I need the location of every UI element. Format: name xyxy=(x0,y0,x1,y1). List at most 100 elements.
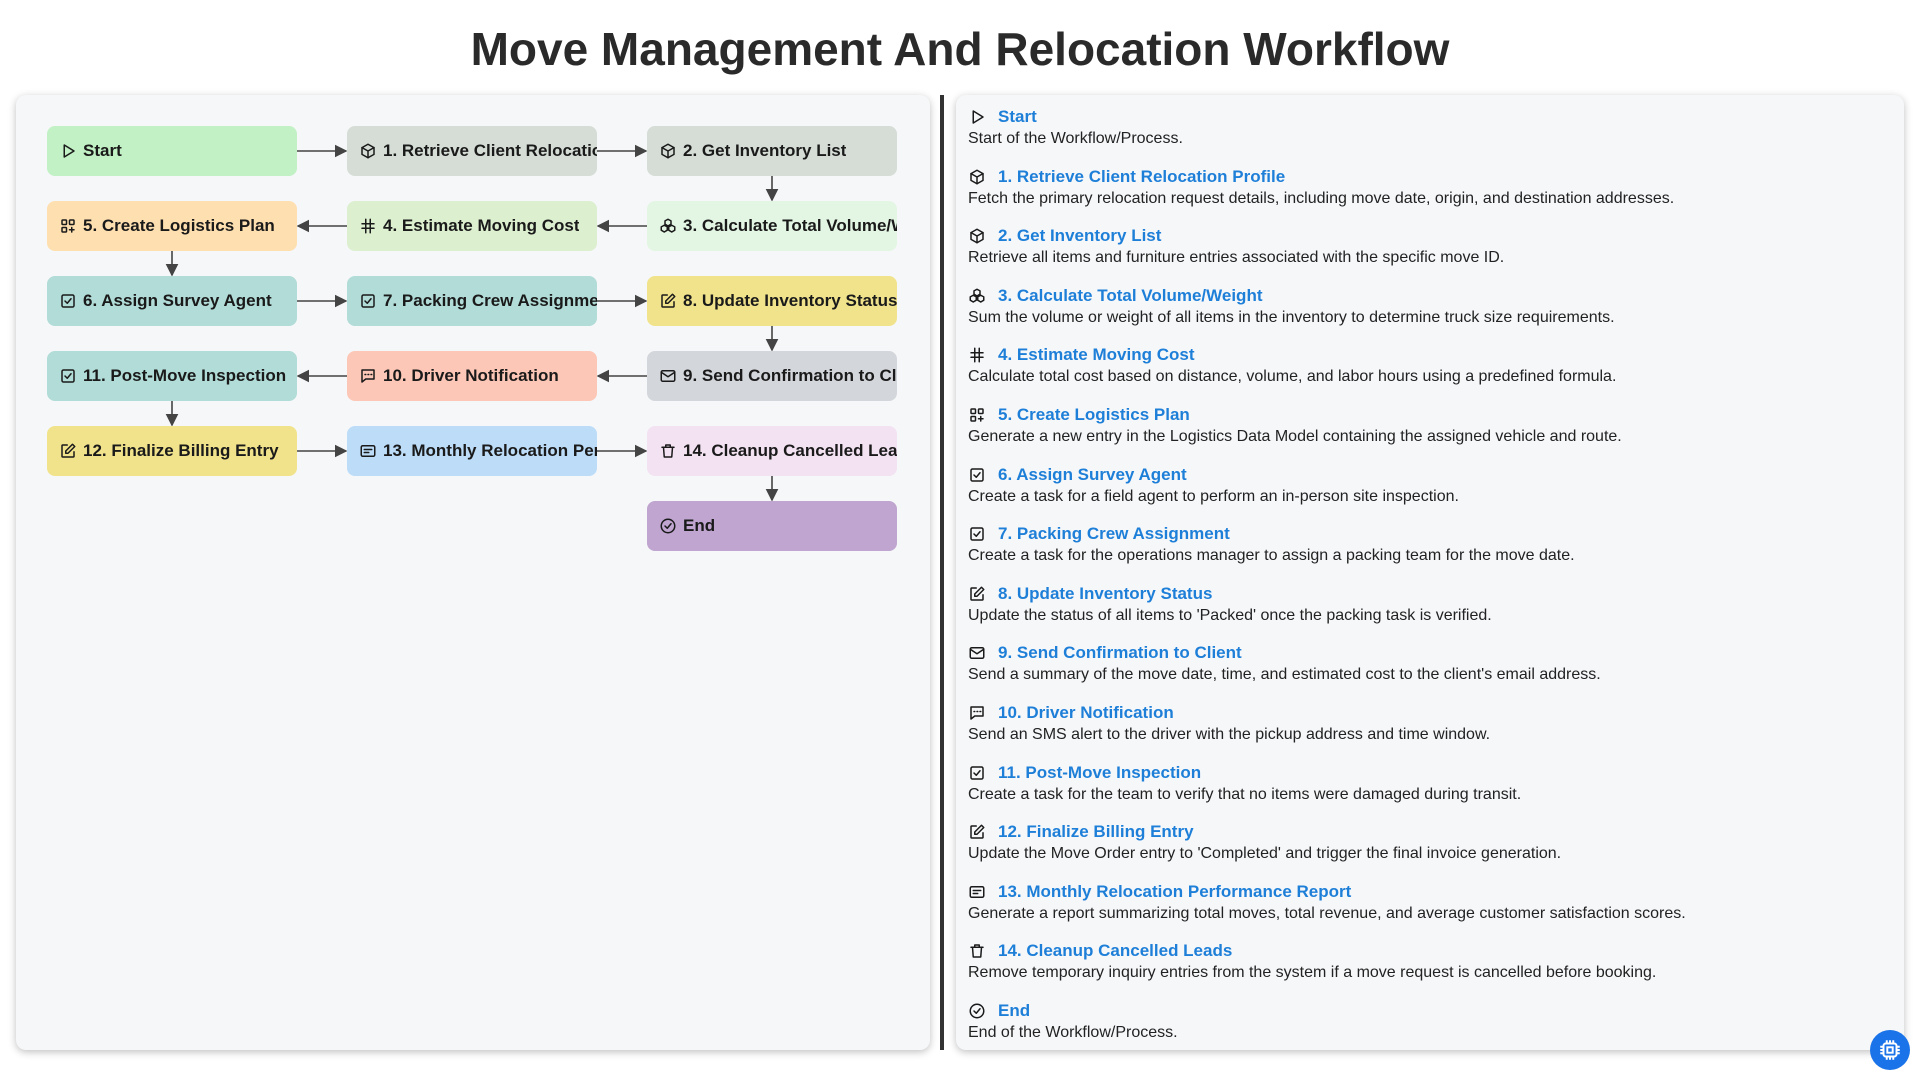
step-description-text: Start of the Workflow/Process. xyxy=(968,130,1183,147)
node-label: 11. Post-Move Inspection xyxy=(83,366,287,385)
node-n14[interactable]: 14. Cleanup Cancelled Leads xyxy=(647,426,897,476)
step-title-link[interactable]: 7. Packing Crew Assignment xyxy=(998,524,1230,544)
report-icon xyxy=(359,442,377,460)
flow-connectors xyxy=(165,144,779,502)
node-label: 10. Driver Notification xyxy=(383,366,559,385)
node-label: 1. Retrieve Client Relocation Profile xyxy=(383,141,597,160)
step-description-text: End of the Workflow/Process. xyxy=(968,1023,1178,1041)
step-title-link[interactable]: 14. Cleanup Cancelled Leads xyxy=(998,941,1233,961)
node-label: 13. Monthly Relocation Performance Repor… xyxy=(383,441,597,460)
mail-icon xyxy=(968,644,986,662)
step-title-link[interactable]: End xyxy=(998,1000,1031,1020)
mail-icon xyxy=(659,367,677,385)
step-description-header: 6. Assign Survey Agent xyxy=(968,463,1888,487)
step-description-header: 12. Finalize Billing Entry xyxy=(968,820,1888,844)
node-label: 3. Calculate Total Volume/Weight xyxy=(683,216,897,235)
node-n10[interactable]: 10. Driver Notification xyxy=(347,351,597,401)
node-label: 7. Packing Crew Assignment xyxy=(383,291,597,310)
step-title-link[interactable]: 10. Driver Notification xyxy=(998,702,1174,722)
step-description-text: Create a task for the operations manager… xyxy=(968,547,1575,565)
step-description-header: 14. Cleanup Cancelled Leads xyxy=(968,939,1888,963)
node-label: 5. Create Logistics Plan xyxy=(83,216,275,235)
step-title-link[interactable]: 8. Update Inventory Status xyxy=(998,583,1213,603)
step-description-item: 13. Monthly Relocation Performance Repor… xyxy=(968,880,1888,940)
node-n5[interactable]: 5. Create Logistics Plan xyxy=(47,201,297,251)
step-title-link[interactable]: Start xyxy=(998,107,1037,126)
node-n13[interactable]: 13. Monthly Relocation Performance Repor… xyxy=(347,426,597,476)
step-title-link[interactable]: 5. Create Logistics Plan xyxy=(998,404,1190,424)
grid-plus-icon xyxy=(59,217,77,235)
node-n11[interactable]: 11. Post-Move Inspection xyxy=(47,351,297,401)
step-description-text: Generate a report summarizing total move… xyxy=(968,904,1686,922)
step-title-link[interactable]: 4. Estimate Moving Cost xyxy=(998,345,1195,365)
edit-icon xyxy=(968,585,986,603)
chip-icon[interactable] xyxy=(1870,1030,1910,1070)
cube-icon xyxy=(968,227,986,245)
step-description-text: Sum the volume or weight of all items in… xyxy=(968,308,1615,326)
step-description-header: 2. Get Inventory List xyxy=(968,224,1888,248)
edit-icon xyxy=(59,442,77,460)
node-label: 8. Update Inventory Status xyxy=(683,291,897,310)
node-n2[interactable]: 2. Get Inventory List xyxy=(647,126,897,176)
check-circle-icon xyxy=(968,1002,986,1020)
step-title-link[interactable]: 9. Send Confirmation to Client xyxy=(998,643,1242,663)
checkbox-icon xyxy=(968,466,986,484)
step-description-text: Send an SMS alert to the driver with the… xyxy=(968,725,1491,743)
cube-icon xyxy=(968,168,986,186)
trash-icon xyxy=(968,942,986,960)
step-description-header: 4. Estimate Moving Cost xyxy=(968,343,1888,367)
report-icon xyxy=(968,883,986,901)
step-title-link[interactable]: 2. Get Inventory List xyxy=(998,226,1162,246)
step-description-text: Fetch the primary relocation request det… xyxy=(968,189,1675,207)
checkbox-icon xyxy=(59,292,77,310)
step-title-link[interactable]: 13. Monthly Relocation Performance Repor… xyxy=(998,881,1352,901)
node-n1[interactable]: 1. Retrieve Client Relocation Profile xyxy=(347,126,597,176)
step-title-link[interactable]: 1. Retrieve Client Relocation Profile xyxy=(998,166,1286,186)
check-circle-icon xyxy=(659,517,677,535)
step-title-link[interactable]: 3. Calculate Total Volume/Weight xyxy=(998,285,1263,305)
node-n3[interactable]: 3. Calculate Total Volume/Weight xyxy=(647,201,897,251)
step-description-header: 13. Monthly Relocation Performance Repor… xyxy=(968,880,1888,904)
step-description-header: 1. Retrieve Client Relocation Profile xyxy=(968,165,1888,189)
node-n8[interactable]: 8. Update Inventory Status xyxy=(647,276,897,326)
edit-icon xyxy=(968,823,986,841)
cube-icon xyxy=(659,142,677,160)
step-description-header: 5. Create Logistics Plan xyxy=(968,403,1888,427)
node-n9[interactable]: 9. Send Confirmation to Client xyxy=(647,351,897,401)
node-end[interactable]: End xyxy=(647,501,897,551)
step-description-text: Generate a new entry in the Logistics Da… xyxy=(968,427,1622,445)
cubes-icon xyxy=(659,217,677,235)
step-description-header: 9. Send Confirmation to Client xyxy=(968,641,1888,665)
node-n7[interactable]: 7. Packing Crew Assignment xyxy=(347,276,597,326)
checkbox-icon xyxy=(59,367,77,385)
panel-divider[interactable] xyxy=(940,95,944,1050)
step-description-text: Send a summary of the move date, time, a… xyxy=(968,666,1601,684)
node-start[interactable]: Start xyxy=(47,126,297,176)
node-n4[interactable]: 4. Estimate Moving Cost xyxy=(347,201,597,251)
node-label: 12. Finalize Billing Entry xyxy=(83,441,279,460)
trash-icon xyxy=(659,442,677,460)
node-n12[interactable]: 12. Finalize Billing Entry xyxy=(47,426,297,476)
step-title-link[interactable]: 6. Assign Survey Agent xyxy=(998,464,1187,484)
node-n6[interactable]: 6. Assign Survey Agent xyxy=(47,276,297,326)
edit-icon xyxy=(659,292,677,310)
node-label: 4. Estimate Moving Cost xyxy=(383,216,580,235)
step-description-header: 11. Post-Move Inspection xyxy=(968,761,1888,785)
node-label: 9. Send Confirmation to Client xyxy=(683,366,897,385)
hash-icon xyxy=(968,346,986,364)
step-description-text: Create a task for the team to verify tha… xyxy=(968,785,1522,803)
step-title-link[interactable]: 11. Post-Move Inspection xyxy=(998,762,1202,782)
checkbox-icon xyxy=(359,292,377,310)
step-title-link[interactable]: 12. Finalize Billing Entry xyxy=(998,822,1194,842)
